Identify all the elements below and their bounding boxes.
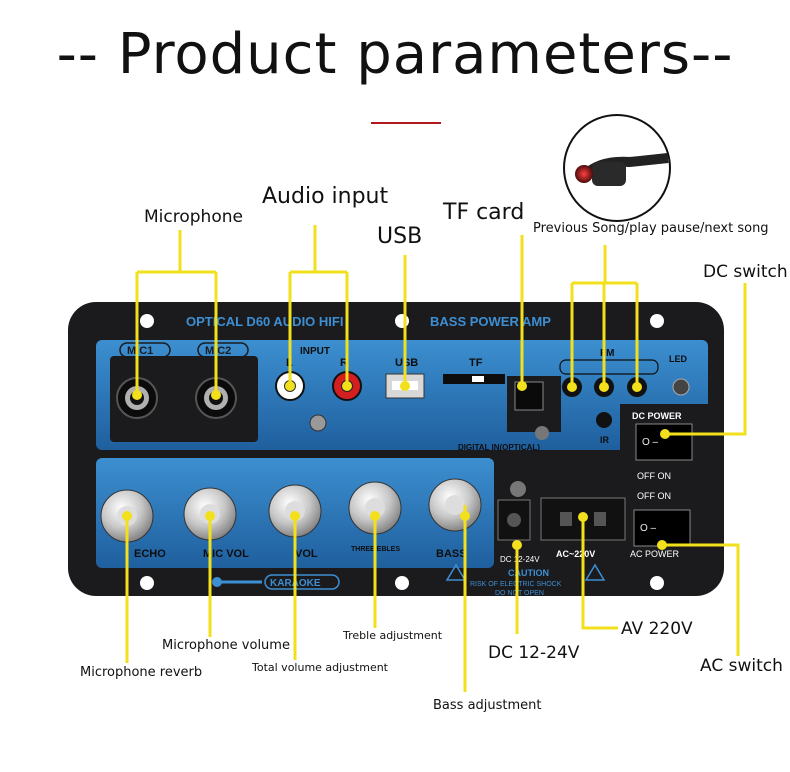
callout-av-220: AV 220V	[621, 619, 693, 639]
svg-text:DC 12-24V: DC 12-24V	[500, 555, 540, 564]
svg-text:TF: TF	[469, 357, 483, 369]
svg-text:CAUTION: CAUTION	[508, 568, 549, 578]
callout-dc-switch: DC switch	[703, 262, 788, 282]
knob-treble	[348, 481, 402, 535]
svg-text:DO NOT OPEN: DO NOT OPEN	[495, 590, 544, 597]
callout-mic-reverb: Microphone reverb	[80, 665, 203, 680]
svg-text:USB: USB	[395, 357, 418, 369]
svg-text:AC~220V: AC~220V	[556, 549, 595, 559]
svg-text:FM: FM	[600, 348, 614, 359]
svg-text:BASS: BASS	[436, 548, 467, 560]
svg-text:MIC2: MIC2	[205, 345, 231, 357]
callout-dc-12-24: DC 12-24V	[488, 643, 580, 663]
callout-usb: USB	[377, 224, 423, 249]
callout-microphone: Microphone	[144, 207, 243, 227]
svg-text:R: R	[340, 357, 348, 369]
callout-audio-input: Audio input	[262, 184, 389, 209]
callout-total-volume: Total volume adjustment	[252, 661, 388, 674]
svg-text:LED: LED	[669, 354, 688, 364]
callout-mic-volume: Microphone volume	[162, 638, 290, 653]
svg-text:OFF ON: OFF ON	[637, 491, 671, 501]
title-accent-line	[371, 122, 441, 124]
callout-bass: Bass adjustment	[433, 698, 542, 713]
svg-text:VOL: VOL	[295, 548, 318, 560]
svg-text:INPUT: INPUT	[300, 346, 330, 357]
callout-treble: Treble adjustment	[343, 629, 443, 642]
svg-text:DC POWER: DC POWER	[632, 411, 682, 421]
panel-brand-text: OPTICAL D60 AUDIO HIFI	[186, 314, 343, 329]
callout-lines	[125, 225, 747, 692]
svg-text:OFF ON: OFF ON	[637, 471, 671, 481]
knob-bass	[428, 478, 482, 532]
svg-text:MIC1: MIC1	[127, 345, 153, 357]
panel-subtitle-text: BASS POWER AMP	[430, 314, 551, 329]
callout-ac-switch: AC switch	[700, 656, 783, 676]
svg-text:MIC VOL: MIC VOL	[203, 548, 249, 560]
button-inset-photo	[563, 114, 671, 222]
page-title: -- Product parameters--	[56, 22, 734, 87]
svg-text:O –: O –	[640, 523, 657, 534]
svg-text:ECHO: ECHO	[134, 548, 166, 560]
svg-text:IR: IR	[600, 435, 610, 445]
svg-text:O –: O –	[642, 437, 659, 448]
svg-text:DIGITAL IN(OPTICAL): DIGITAL IN(OPTICAL)	[458, 443, 540, 452]
callout-prev-play-next: Previous Song/play pause/next song	[533, 221, 769, 236]
callout-tf-card: TF card	[443, 200, 525, 225]
svg-text:AC POWER: AC POWER	[630, 549, 680, 559]
